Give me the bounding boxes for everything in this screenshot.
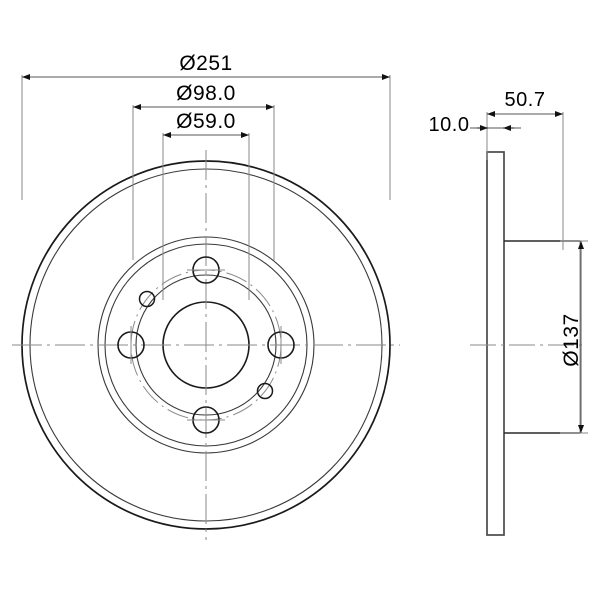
- flange-diameter-dimension: Ø137: [560, 240, 588, 434]
- overall-height-dimension: 50.7: [486, 89, 564, 250]
- outer-diameter-dimension: Ø251: [21, 52, 391, 200]
- bolt-hole-crosshairs: [130, 269, 282, 421]
- bore-diameter-label: Ø59.0: [176, 110, 236, 133]
- pin-holes-group: [138, 290, 274, 400]
- hub-diameter-label: Ø98.0: [176, 82, 236, 105]
- disc-thickness-dimension: 10.0: [429, 114, 521, 136]
- hub-diameter-dimension: Ø98.0: [132, 82, 275, 260]
- disc-thickness-label: 10.0: [429, 114, 470, 136]
- flange-diameter-label: Ø137: [560, 313, 583, 366]
- side-view-disc-plate: [486, 151, 505, 536]
- overall-height-label: 50.7: [505, 89, 546, 111]
- bore-diameter-dimension: Ø59.0: [162, 110, 250, 300]
- pin-hole-lower-right: [256, 382, 274, 400]
- outer-diameter-label: Ø251: [179, 52, 232, 75]
- front-view-group: [12, 150, 400, 540]
- pin-hole-upper-left: [138, 290, 156, 308]
